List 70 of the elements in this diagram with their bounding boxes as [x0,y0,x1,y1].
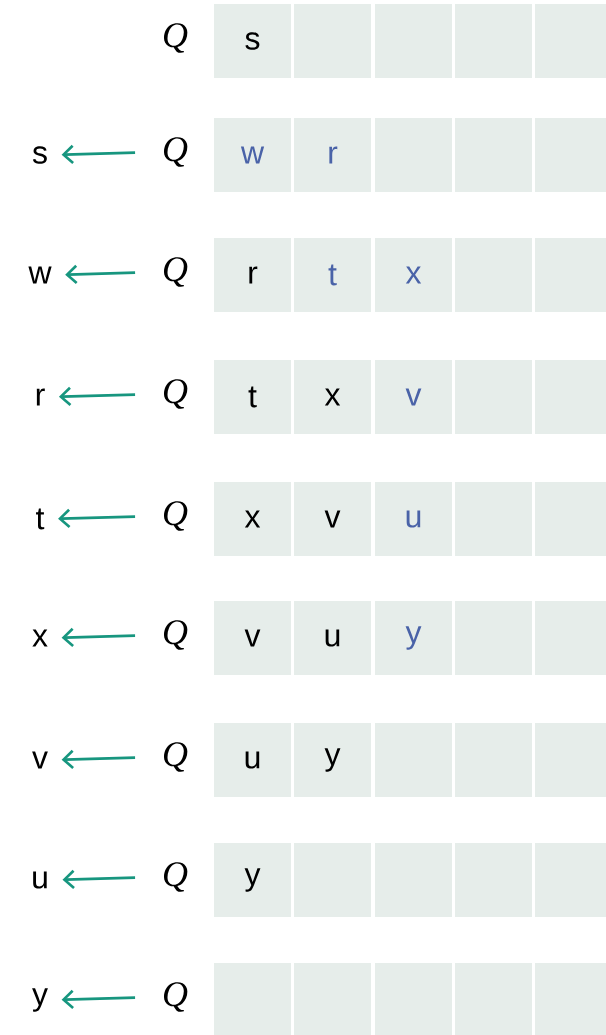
queue-cell: s [214,4,291,78]
queue-cell: x [294,360,371,434]
vertex-label: x [32,629,48,647]
queue-cell: v [375,360,452,434]
queue-cell: u [294,601,371,675]
queue-cell [455,118,532,192]
queue-cell: u [375,482,452,556]
vertex-label: v [32,751,48,769]
vertex-label: y [32,988,48,1012]
queue-cell [535,118,606,192]
arrow [61,144,136,165]
queue-cell [455,723,532,797]
queue-cell [294,963,371,1035]
queue-cell [535,963,606,1035]
queue-cell [535,4,606,78]
queue-cell [455,238,532,312]
queue-cell [535,360,606,434]
arrow [61,749,136,770]
arrow [62,869,136,890]
queue-cell [375,723,452,797]
queue-cell [375,843,452,917]
vertex-label: t [36,508,45,530]
queue-cell: w [214,118,291,192]
queue-label: Q [164,23,188,53]
queue-label: Q [164,257,188,287]
queue-cell: r [214,238,291,312]
queue-cell [535,843,606,917]
queue-cell [214,963,291,1035]
queue-cell [375,4,452,78]
queue-cell [294,4,371,78]
queue-cell [455,963,532,1035]
queue-cell: y [214,843,291,917]
queue-label: Q [164,137,188,167]
queue-cell [455,601,532,675]
queue-cell: r [294,118,371,192]
queue-cell [535,482,606,556]
arrow [58,386,136,407]
queue-cell [455,482,532,556]
queue-cell [455,843,532,917]
arrow [61,627,136,648]
queue-label: Q [164,620,188,650]
queue-label: Q [164,982,188,1012]
queue-label: Q [164,379,188,409]
queue-cell: t [294,238,371,312]
queue-label: Q [164,501,188,531]
queue-cell [375,963,452,1035]
queue-cell: v [294,482,371,556]
arrow [65,264,136,285]
queue-cell [535,723,606,797]
queue-cell [294,843,371,917]
queue-cell [535,238,606,312]
queue-cell: y [375,601,452,675]
queue-cell: v [214,601,291,675]
queue-cell: x [214,482,291,556]
queue-cell [535,601,606,675]
queue-cell [455,360,532,434]
queue-cell: t [214,360,291,434]
arrow [61,989,136,1010]
queue-label: Q [164,742,188,772]
queue-cell [375,118,452,192]
vertex-label: s [32,146,47,164]
queue-label: Q [164,862,188,892]
queue-cell [455,4,532,78]
queue-cell: y [294,723,371,797]
vertex-label: w [28,266,52,284]
vertex-label: u [33,871,47,889]
queue-cell: x [375,238,452,312]
vertex-label: r [36,388,45,406]
arrow [58,508,136,529]
queue-cell: u [214,723,291,797]
